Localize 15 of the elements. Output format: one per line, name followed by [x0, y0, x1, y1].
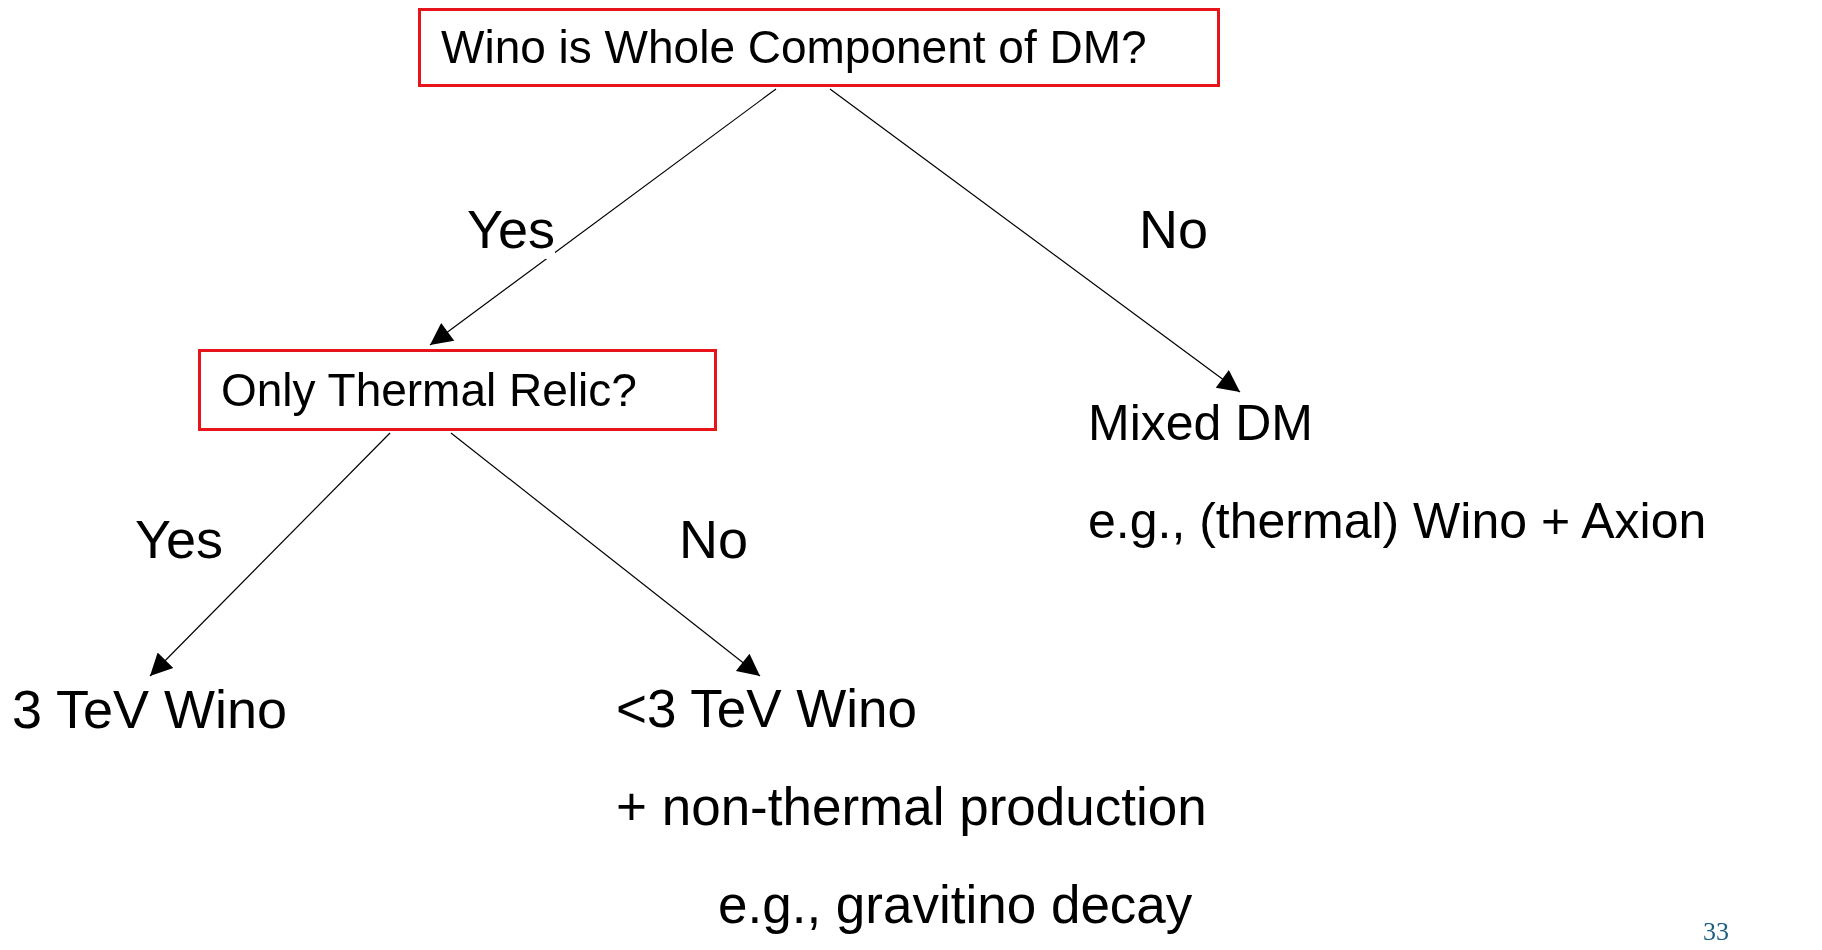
arrow — [429, 88, 777, 346]
outcome-text: + non-thermal production — [616, 778, 1207, 837]
arrow — [450, 432, 761, 677]
outcome-text: 3 TeV Wino — [12, 680, 288, 740]
decision-box — [198, 349, 717, 431]
outcome-text: e.g., gravitino decay — [718, 876, 1193, 935]
arrow — [829, 88, 1241, 393]
question-text: Wino is Whole Component of DM? — [441, 22, 1147, 73]
page-number: 33 — [1703, 918, 1729, 947]
decision-box — [418, 8, 1220, 87]
outcome-text: <3 TeV Wino — [616, 680, 917, 739]
arrow — [149, 432, 391, 677]
outcome-text: e.g., (thermal) Wino + Axion — [1088, 494, 1707, 549]
outcome-text: Mixed DM — [1088, 396, 1314, 451]
question-text: Only Thermal Relic? — [221, 364, 637, 416]
